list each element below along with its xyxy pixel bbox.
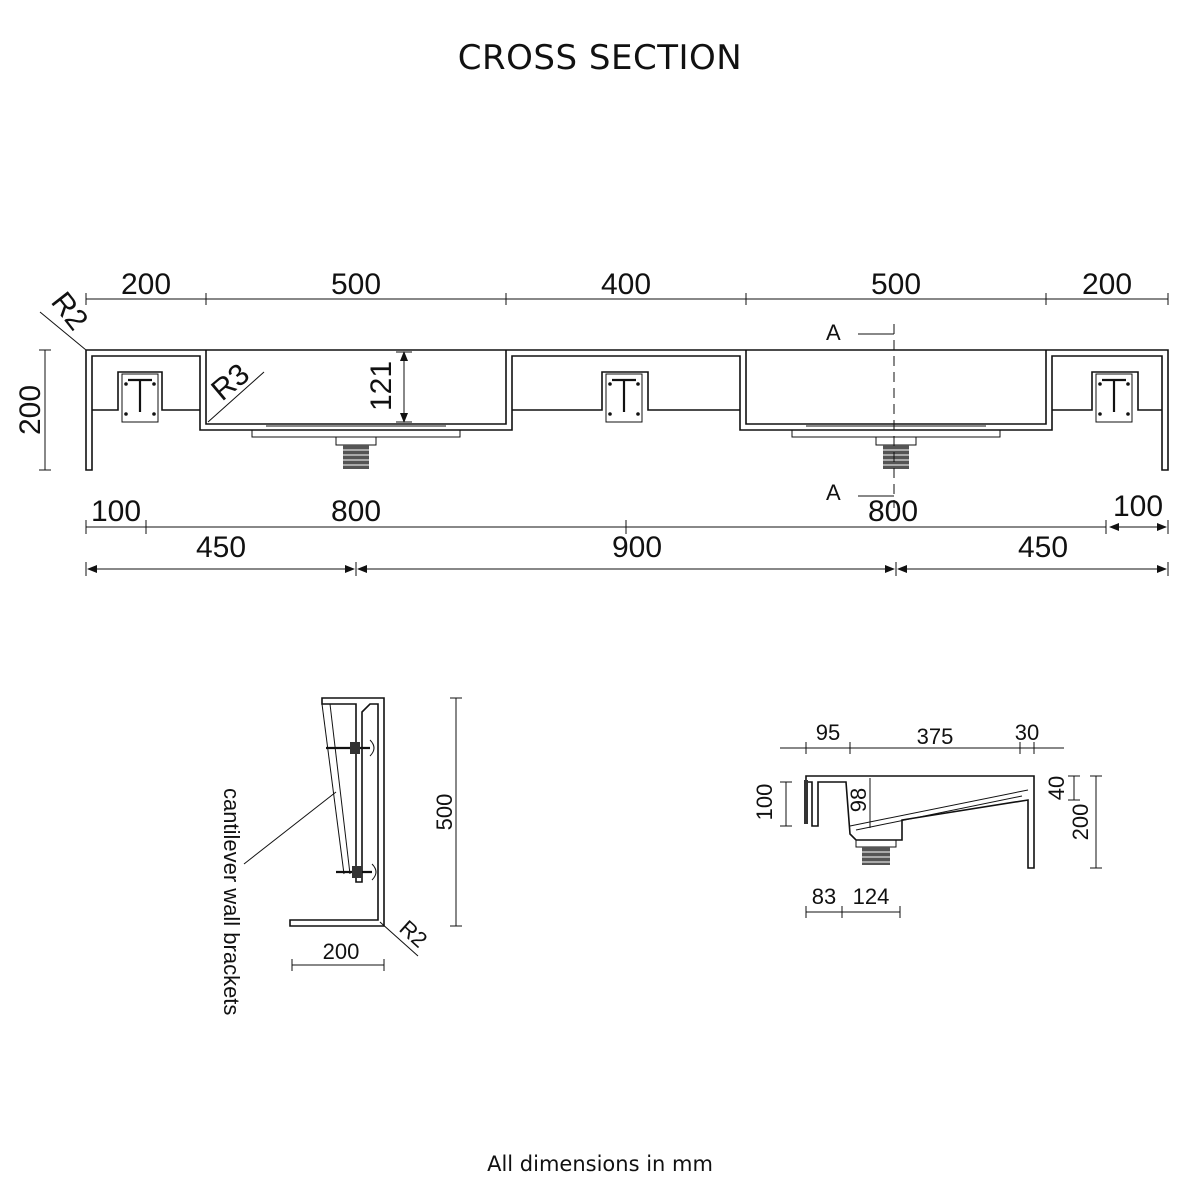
bracket-left xyxy=(121,373,159,423)
front-top-dim-5: 200 xyxy=(1082,268,1132,301)
right-basin xyxy=(745,350,1047,425)
section-bottom-dim-2: 124 xyxy=(853,884,890,909)
bracket-bolt-bottom xyxy=(336,863,377,881)
front-radius-inner-leader xyxy=(207,371,265,423)
front-height: 200 xyxy=(14,385,47,435)
front-bottom-dim-6: 900 xyxy=(612,531,662,564)
bracket-middle xyxy=(605,373,643,423)
basin-depth: 121 xyxy=(365,361,398,411)
section-left-height: 100 xyxy=(752,784,777,821)
front-top-dim-4: 500 xyxy=(871,268,921,301)
front-top-dim-3: 400 xyxy=(601,268,651,301)
drain-left xyxy=(251,425,461,469)
section-view: 95 375 30 100 98 40 200 xyxy=(752,720,1102,918)
section-mark-bottom: A xyxy=(826,480,841,505)
front-bottom-dim-1: 100 xyxy=(91,495,141,528)
front-bottom-dim-7: 450 xyxy=(1018,531,1068,564)
basin-slope xyxy=(849,789,1029,827)
section-top-dim-2: 375 xyxy=(917,724,954,749)
side-radius: R2 xyxy=(395,915,433,952)
section-bottom-dimension-line xyxy=(805,906,901,918)
drain-right xyxy=(791,425,1001,469)
section-mark-top: A xyxy=(826,320,841,345)
front-radius-inner: R3 xyxy=(205,357,256,407)
bracket-label-leader xyxy=(243,791,337,865)
bracket-label: cantilever wall brackets xyxy=(219,788,244,1015)
section-top-dim-3: 30 xyxy=(1015,720,1039,745)
right-ledge xyxy=(1052,371,1162,411)
front-bottom-dim-3: 800 xyxy=(868,495,918,528)
front-top-dim-2: 500 xyxy=(331,268,381,301)
front-bottom-dim-4: 100 xyxy=(1113,490,1163,523)
dimensions-note: All dimensions in mm xyxy=(487,1152,713,1176)
side-height: 500 xyxy=(432,794,457,831)
section-top-dimension-line xyxy=(780,742,1064,754)
section-drain xyxy=(855,839,897,865)
section-inner-height: 98 xyxy=(846,788,871,812)
section-right-total: 200 xyxy=(1068,804,1093,841)
section-top-dim-1: 95 xyxy=(816,720,840,745)
front-bottom-dimension-line-2 xyxy=(85,562,1169,576)
front-view: 200 500 400 500 200 R2 200 xyxy=(14,268,1169,576)
bracket-right xyxy=(1095,373,1133,423)
side-radius-leader xyxy=(379,921,419,957)
section-wall-edge xyxy=(804,780,808,824)
front-bottom-dimension-line-1 xyxy=(85,520,1169,534)
front-bottom-dim-5: 450 xyxy=(196,531,246,564)
front-bottom-dim-2: 800 xyxy=(331,495,381,528)
section-bottom-dim-1: 83 xyxy=(812,884,836,909)
bracket-bolt-top xyxy=(326,739,375,757)
side-width: 200 xyxy=(323,939,360,964)
front-top-dim-1: 200 xyxy=(121,268,171,301)
middle-ledge xyxy=(512,371,740,411)
bracket-arm xyxy=(321,703,345,875)
left-basin xyxy=(205,350,507,425)
front-radius-leader xyxy=(39,311,87,351)
left-ledge xyxy=(92,371,200,411)
side-profile xyxy=(289,697,385,927)
front-top-dimension-line xyxy=(85,293,1169,305)
front-radius-left: R2 xyxy=(44,286,94,337)
side-view: 500 200 R2 cantilever wall brackets xyxy=(219,697,462,1015)
vanity-top-outline xyxy=(85,349,1169,471)
section-line-a-a xyxy=(858,324,895,508)
page-title: CROSS SECTION xyxy=(457,38,743,78)
section-right-small: 40 xyxy=(1044,776,1069,800)
section-profile xyxy=(805,775,1035,869)
